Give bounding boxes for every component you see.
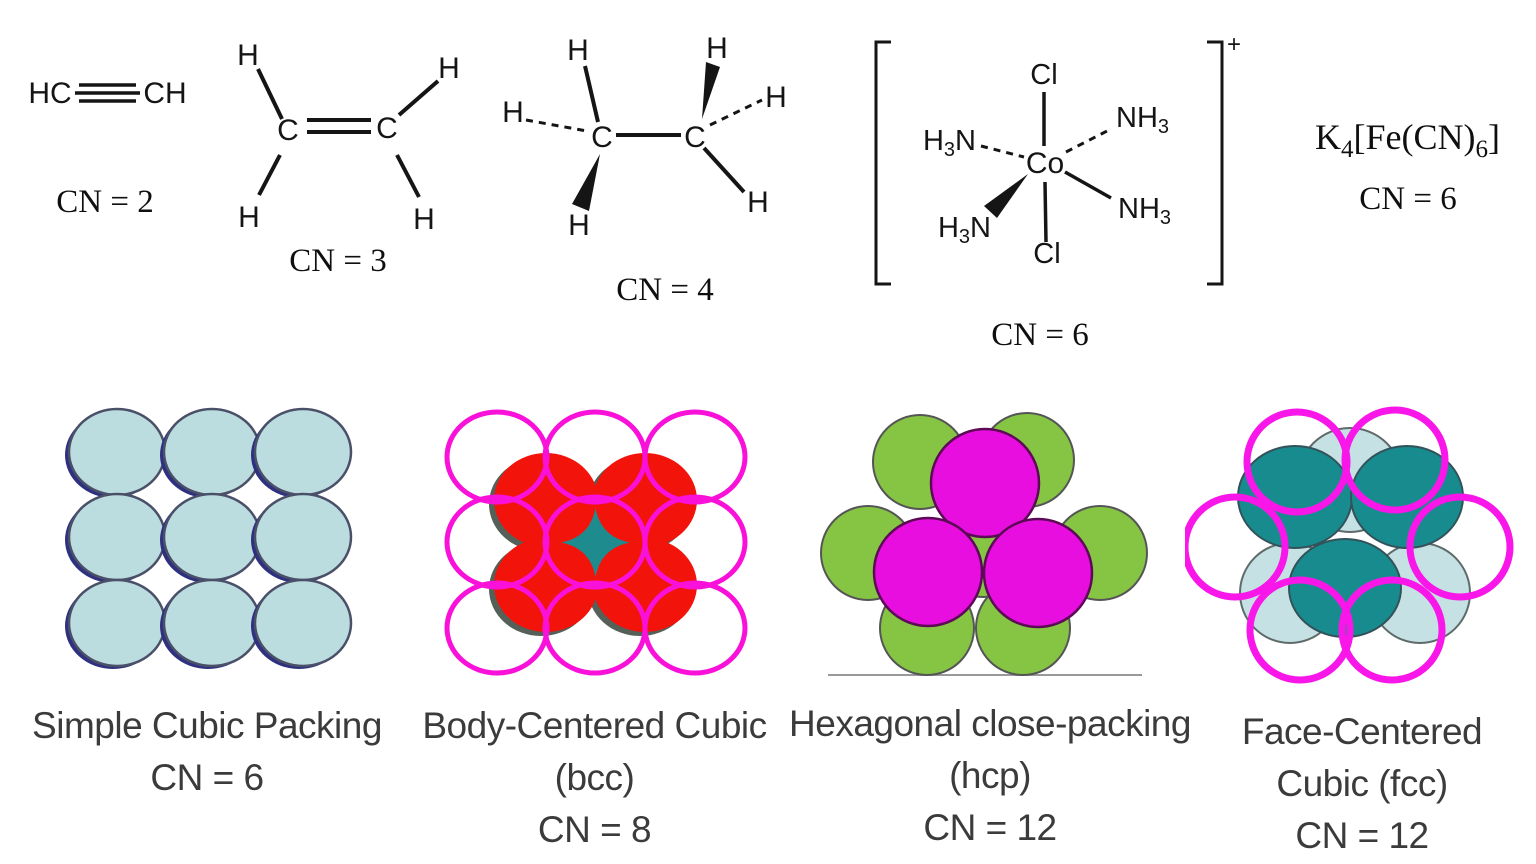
bcc-packing-diagram: [444, 409, 748, 676]
packing-title: Face-Centered: [1241, 711, 1483, 752]
triple-bond: [75, 83, 140, 103]
ch-bond: [256, 68, 284, 120]
nh3-nh: NH: [1118, 193, 1160, 225]
ethane-structure: H H H H H H C C: [502, 32, 787, 242]
ch-bond: [583, 65, 600, 123]
dashed-ch-bond: [525, 118, 588, 133]
wedge-ch-bond: [572, 154, 600, 211]
right-bracket: [1207, 40, 1224, 286]
packing-cn-label: CN = 12: [1295, 815, 1429, 856]
ethylene-structure: H H H H C C: [237, 39, 460, 236]
ch-bond: [257, 154, 282, 196]
cobalt-complex-structure: + Cl Cl Co H3N H3N NH3 NH3: [874, 31, 1241, 286]
ligand-label-h3n: H3N: [938, 212, 991, 248]
formula-k: K: [1315, 117, 1341, 157]
simple-cubic-packing-diagram: [65, 407, 353, 669]
charge-label: +: [1227, 31, 1241, 58]
h3n-n: N: [955, 125, 976, 157]
atom-label-h: H: [502, 96, 524, 129]
atom-label-h: H: [568, 209, 590, 242]
atom-label-c: C: [376, 112, 398, 145]
front-layer-atoms: [1237, 445, 1464, 638]
nh3-nh: NH: [1116, 102, 1158, 134]
atom-label-c: C: [277, 114, 299, 147]
caption-simple-cubic: Simple Cubic Packing CN = 6: [12, 700, 402, 804]
formula-sub-4: 4: [1341, 136, 1354, 164]
formula-sub-6: 6: [1475, 136, 1488, 164]
caption-fcc: Face-Centered Cubic (fcc) CN = 12: [1192, 706, 1532, 862]
hcp-packing-diagram: [820, 412, 1148, 676]
caption-hcp: Hexagonal close-packing (hcp) CN = 12: [785, 698, 1195, 854]
h3n-n: N: [970, 212, 991, 244]
atom-label-c: C: [591, 121, 613, 154]
atom-label-h: H: [567, 34, 589, 67]
wedge-ch-bond: [702, 62, 720, 119]
ch-bond: [702, 146, 746, 194]
packing-cn-label: CN = 12: [923, 807, 1057, 848]
atom-label-cl: Cl: [1030, 59, 1057, 91]
h3n-sub: 3: [959, 226, 970, 248]
atom-label-h: H: [238, 201, 260, 234]
h3n-h: H: [938, 212, 959, 244]
cn-label-ethylene: CN = 3: [289, 243, 387, 279]
cn-label-acetylene: CN = 2: [56, 184, 154, 220]
dashed-co-n-bond: [1065, 128, 1110, 154]
atom-label-co: Co: [1026, 147, 1064, 180]
left-bracket: [874, 40, 891, 286]
top-layer-atoms: [872, 427, 1094, 629]
atom-label-h: H: [706, 32, 728, 65]
ligand-label-nh3: NH3: [1116, 102, 1169, 138]
fcc-packing-diagram: [1185, 406, 1514, 684]
dashed-co-n-bond: [980, 144, 1025, 159]
cn-label-ethane: CN = 4: [616, 272, 714, 308]
co-n-bond: [1064, 170, 1112, 200]
packing-title: Body-Centered Cubic: [422, 705, 767, 746]
nh3-sub: 3: [1158, 116, 1169, 138]
cn-label-cobalt-complex: CN = 6: [991, 317, 1089, 353]
atom-label-hc: HC: [28, 77, 71, 110]
atom-label-h: H: [237, 39, 259, 72]
h3n-sub: 3: [944, 139, 955, 161]
caption-bcc: Body-Centered Cubic (bcc) CN = 8: [402, 700, 787, 856]
atom-label-h: H: [765, 81, 787, 114]
acetylene-structure: HC CH: [28, 77, 186, 110]
packing-title: Simple Cubic Packing: [32, 705, 382, 746]
packing-subtitle: (hcp): [949, 755, 1031, 796]
atom-label-h: H: [438, 52, 460, 85]
formula-close: ]: [1487, 117, 1500, 157]
sphere-grid: [65, 407, 353, 669]
dashed-ch-bond: [709, 98, 763, 127]
octahedral-void: [561, 508, 630, 577]
atom-label-cl: Cl: [1033, 238, 1060, 270]
double-bond: [307, 118, 371, 134]
atom-label-h: H: [413, 203, 435, 236]
packing-title-line2: Cubic (fcc): [1276, 763, 1448, 804]
packing-cn-label: CN = 8: [537, 809, 652, 850]
packing-title: Hexagonal close-packing: [789, 703, 1191, 744]
packing-subtitle: (bcc): [554, 757, 635, 798]
ligand-label-h3n: H3N: [923, 125, 976, 161]
ch-bond: [397, 79, 440, 117]
atom-label-c: C: [684, 121, 706, 154]
ch-bond: [395, 154, 421, 198]
wedge-co-n-bond: [984, 174, 1028, 218]
atom-label-ch: CH: [143, 77, 186, 110]
formula-fecn: [Fe(CN): [1353, 117, 1476, 157]
atom-label-h: H: [747, 186, 769, 219]
corner-atom-rings: [444, 409, 748, 676]
co-cl-bond: [1043, 181, 1048, 243]
ferrocyanide-formula: K4[Fe(CN)6]: [1285, 116, 1530, 164]
packing-cn-label: CN = 6: [150, 757, 264, 798]
cn-label-ferrocyanide: CN = 6: [1359, 181, 1457, 217]
h3n-h: H: [923, 125, 944, 157]
center-atoms: [494, 453, 697, 632]
ligand-label-nh3: NH3: [1118, 193, 1171, 229]
nh3-sub: 3: [1160, 207, 1171, 229]
top-layer-rings: [1185, 406, 1514, 684]
